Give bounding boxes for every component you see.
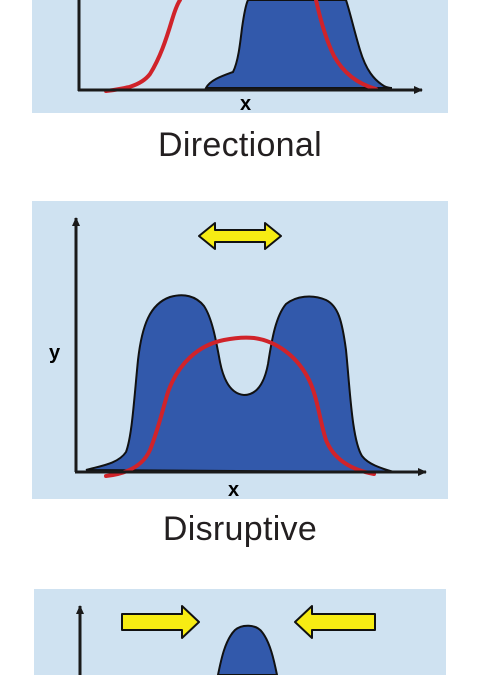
directional-distribution bbox=[204, 0, 393, 89]
stabilizing-arrow-right-icon bbox=[121, 605, 200, 639]
stabilizing-arrow-left-icon bbox=[294, 605, 376, 639]
directional-diagram: x bbox=[77, 0, 423, 115]
directional-caption: Directional bbox=[158, 126, 322, 164]
directional-original-curve bbox=[104, 0, 182, 93]
disruptive-caption: Disruptive bbox=[162, 510, 318, 548]
stabilizing-distribution bbox=[216, 624, 279, 675]
disruptive-x-label: x bbox=[228, 479, 239, 501]
disruptive-original-curve bbox=[104, 335, 376, 478]
directional-x-label: x bbox=[240, 93, 251, 115]
disruptive-double-arrow-icon bbox=[198, 222, 282, 250]
disruptive-distribution bbox=[85, 294, 395, 473]
directional-shifted-curve bbox=[314, 0, 378, 91]
stabilizing-diagram bbox=[76, 605, 376, 675]
disruptive-y-label: y bbox=[49, 342, 61, 364]
disruptive-diagram: x y bbox=[49, 217, 427, 501]
